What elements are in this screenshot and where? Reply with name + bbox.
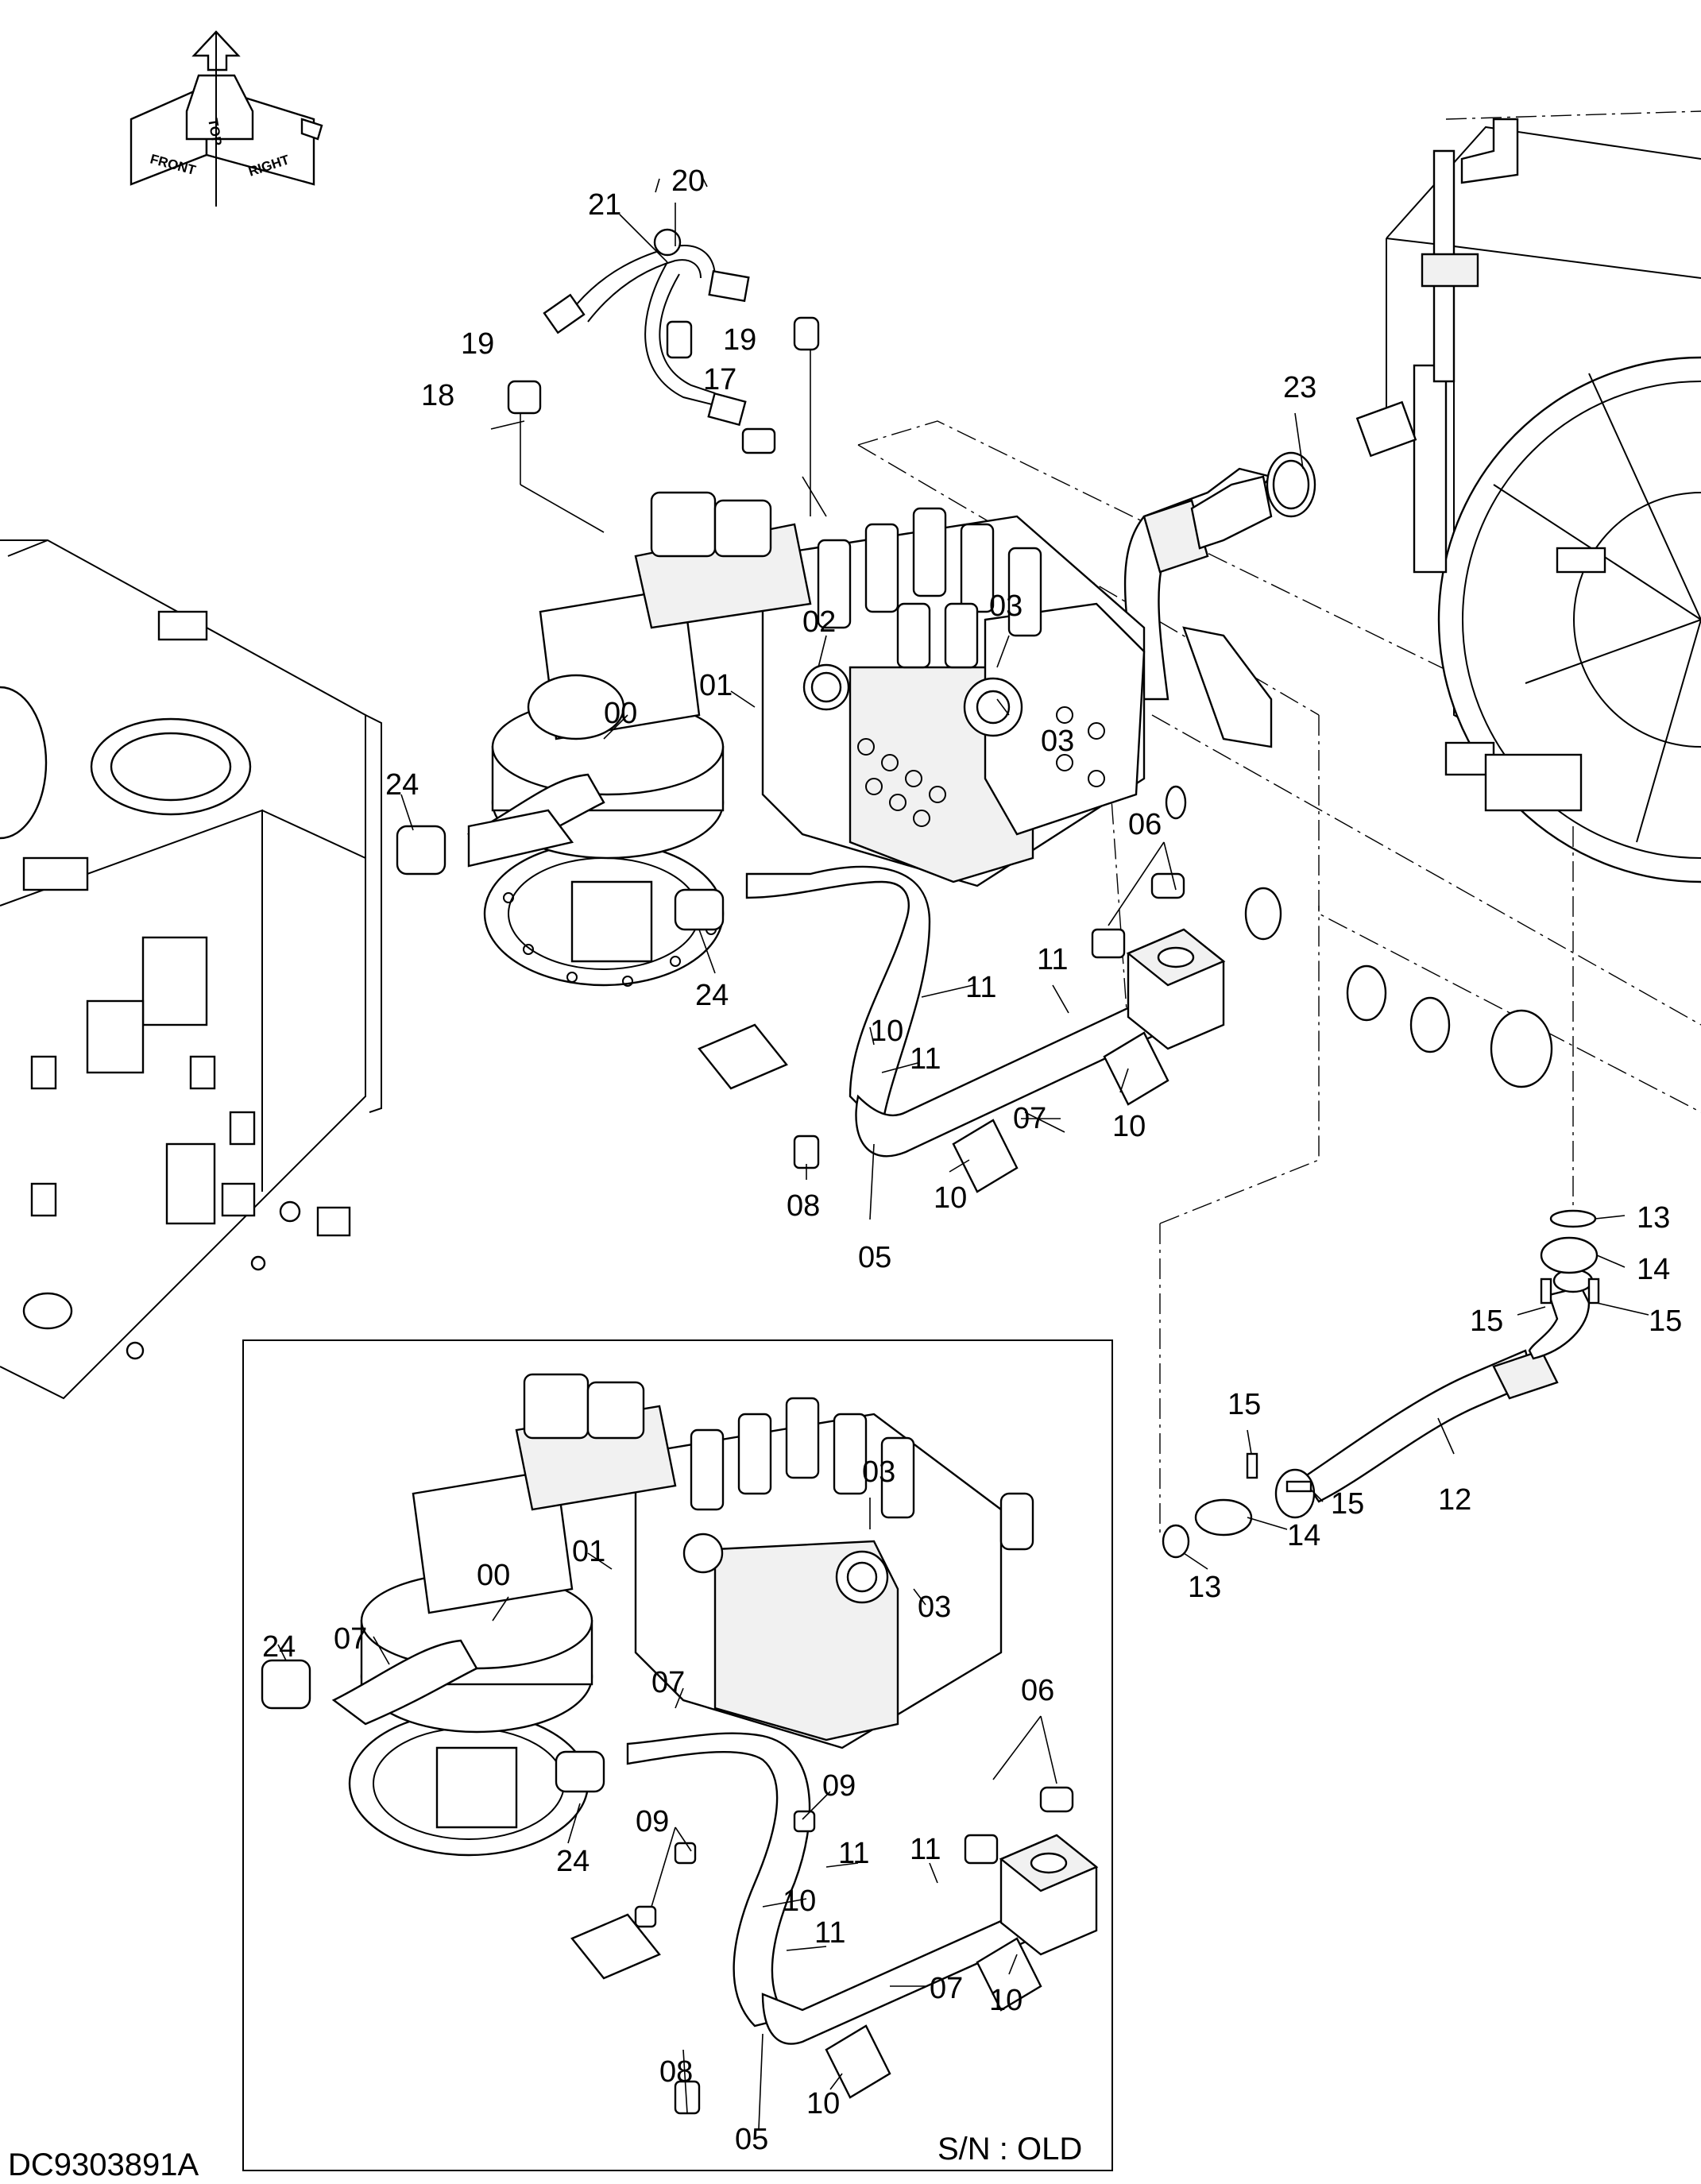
hose-assembly-top — [507, 228, 820, 533]
callout-13: 13 — [1637, 1201, 1670, 1235]
inset-callout-00: 00 — [477, 1559, 510, 1592]
swing-motor-main — [466, 491, 812, 987]
callout-06: 06 — [1128, 808, 1162, 841]
inset-callout-08: 08 — [659, 2055, 693, 2089]
inset-callout-10: 10 — [783, 1884, 816, 1918]
main-leader-lines — [400, 170, 1649, 1570]
callout-12: 12 — [1438, 1483, 1471, 1517]
inset-callout-07: 07 — [930, 1972, 963, 2005]
inset-callout-05: 05 — [735, 2123, 768, 2156]
inset-leader-lines — [277, 1498, 1057, 2130]
callout-14: 14 — [1637, 1253, 1670, 1286]
callout-10: 10 — [934, 1181, 967, 1215]
inset-callout-24: 24 — [556, 1845, 590, 1878]
inset-callout-24: 24 — [262, 1630, 296, 1664]
inset-callout-06: 06 — [1021, 1674, 1054, 1707]
inset-callout-11: 11 — [910, 1833, 941, 1866]
callout-11: 11 — [910, 1042, 941, 1076]
callout-labels-main: 00 01 02 03 03 05 06 07 08 10 10 10 11 1… — [385, 164, 1682, 1604]
callout-17: 17 — [703, 363, 736, 396]
return-pipe-upper — [1123, 400, 1417, 701]
callout-13: 13 — [1188, 1571, 1221, 1604]
callout-15: 15 — [1649, 1305, 1682, 1338]
callout-01: 01 — [699, 669, 733, 702]
callout-11: 11 — [965, 971, 996, 1004]
callout-19: 19 — [723, 323, 756, 357]
serial-note: S/N : OLD — [937, 2132, 1082, 2167]
swing-motor-inset — [261, 1373, 677, 1857]
orientation-icon: FRONT TOP RIGHT — [130, 30, 323, 207]
callout-23: 23 — [1283, 371, 1316, 404]
callout-24: 24 — [695, 979, 729, 1012]
callout-15: 15 — [1227, 1388, 1261, 1421]
inset-old-serial — [242, 1339, 1113, 2171]
inset-callout-09: 09 — [636, 1805, 669, 1838]
inset-callout-07: 07 — [334, 1622, 367, 1656]
outlet-hose-right — [1159, 826, 1600, 1559]
callout-11: 11 — [1037, 943, 1068, 976]
callout-02: 02 — [802, 605, 836, 639]
callout-05: 05 — [858, 1241, 891, 1274]
inset-callout-10: 10 — [989, 1984, 1023, 2017]
callout-labels-inset: 00 01 03 03 05 06 07 07 07 08 09 09 10 1… — [262, 1455, 1054, 2156]
pipe-block-main — [698, 872, 1226, 1193]
callout-15: 15 — [1331, 1487, 1364, 1521]
chassis-frame-left — [0, 539, 382, 1400]
callout-08: 08 — [787, 1189, 820, 1223]
inset-callout-09: 09 — [822, 1769, 856, 1803]
chassis-frame-right — [857, 420, 1701, 1113]
callout-19: 19 — [461, 327, 494, 361]
control-valve-inset — [634, 1397, 1034, 1749]
inset-callout-11: 11 — [838, 1837, 869, 1870]
callout-07: 07 — [1013, 1102, 1046, 1135]
callout-14: 14 — [1287, 1519, 1320, 1552]
inset-callout-03: 03 — [862, 1455, 895, 1489]
inset-callout-03: 03 — [918, 1591, 951, 1624]
inset-callout-01: 01 — [572, 1535, 605, 1568]
callout-10: 10 — [870, 1015, 903, 1048]
inset-callout-10: 10 — [806, 2087, 840, 2120]
callout-00: 00 — [604, 697, 637, 730]
callout-15: 15 — [1470, 1305, 1503, 1338]
callout-03: 03 — [989, 589, 1023, 623]
callout-24: 24 — [385, 768, 419, 802]
inset-callout-11: 11 — [814, 1916, 845, 1950]
radiator-fan-assembly — [1386, 110, 1701, 883]
callout-10: 10 — [1112, 1110, 1146, 1143]
drawing-code: DC9303891A — [8, 2147, 199, 2182]
callout-03: 03 — [1041, 725, 1074, 758]
hose-connection-main — [396, 809, 931, 1131]
pipe-block-inset — [570, 1732, 1099, 2115]
callout-21: 21 — [588, 188, 621, 222]
inset-callout-07: 07 — [651, 1666, 685, 1699]
callout-20: 20 — [671, 164, 705, 198]
callout-18: 18 — [421, 379, 454, 412]
control-valve-main — [761, 507, 1146, 887]
